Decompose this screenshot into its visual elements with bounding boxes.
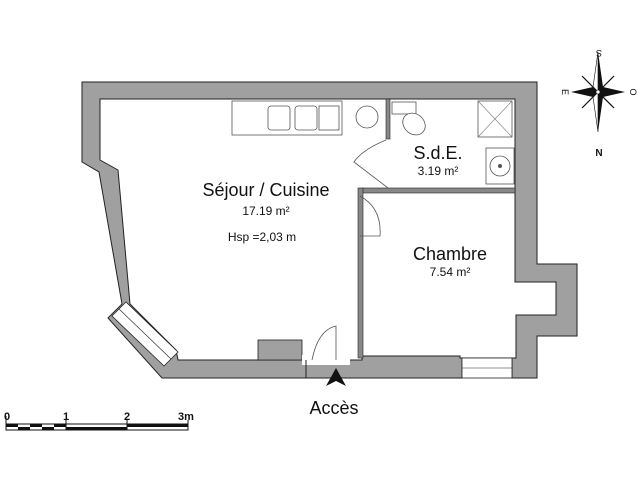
compass-east: E <box>560 89 570 95</box>
room-area-chambre: 7.54 m² <box>430 265 471 279</box>
compass-south: S <box>596 48 602 58</box>
compass-west: O <box>628 88 638 95</box>
access-label: Accès <box>309 398 358 418</box>
room-area-sde: 3.19 m² <box>418 164 459 178</box>
scale-label-0: 0 <box>4 411 10 423</box>
room-height: Hsp =2,03 m <box>228 230 296 244</box>
scale-label-3: 3m <box>178 411 194 423</box>
door-sde <box>353 139 389 189</box>
compass-rose-icon <box>571 51 625 133</box>
wall-sde-bottom <box>361 187 516 194</box>
room-name-chambre: Chambre <box>413 244 487 264</box>
wall-chambre-left <box>357 187 364 359</box>
arrow-up-icon <box>326 368 346 386</box>
scale-label-1: 1 <box>63 411 69 423</box>
scale-bar: 0 1 2 3m <box>4 411 194 431</box>
scale-label-2: 2 <box>124 411 130 423</box>
appliance <box>355 105 379 129</box>
room-area-sejour: 17.19 m² <box>242 204 289 218</box>
room-name-sejour: Séjour / Cuisine <box>202 180 329 200</box>
room-name-sde: S.d.E. <box>413 143 462 163</box>
compass-north: N <box>595 148 602 159</box>
toilet <box>391 101 417 115</box>
door-chambre <box>359 195 381 237</box>
wall-sde-left <box>385 98 391 140</box>
